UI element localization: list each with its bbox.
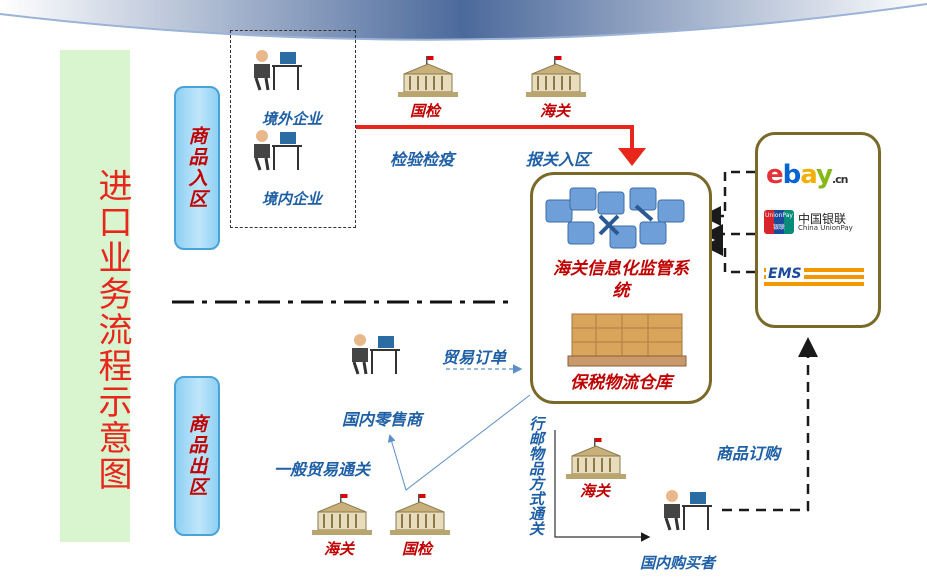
unionpay-logo: UnionPay 银联 中国银联 China UnionPay xyxy=(764,210,864,240)
person-desk-icon xyxy=(664,490,712,531)
title-sidebar: 进口业务流程示意图 xyxy=(60,50,132,542)
link-ems xyxy=(703,236,755,274)
domestic-enterprise-label: 境内企业 xyxy=(262,190,323,208)
person-desk-icon xyxy=(352,334,400,375)
import-arrow xyxy=(356,125,634,152)
general-trade-label: 一般贸易通关 xyxy=(274,460,371,479)
warehouse-icon xyxy=(567,313,687,367)
link-ebay xyxy=(701,170,755,226)
warehouse-label: 保税物流仓库 xyxy=(570,373,672,393)
import-arrow-head xyxy=(618,148,646,166)
customs-label-bottom: 海关 xyxy=(324,540,355,558)
postal-clearance-label: 行邮物品方式通关 xyxy=(527,416,545,536)
import-zone-label: 商品入区 xyxy=(174,86,220,250)
export-zone-text: 商品出区 xyxy=(185,414,208,498)
import-zone-text: 商品入区 xyxy=(185,126,208,210)
ebay-suffix: .cn xyxy=(831,173,849,186)
foreign-enterprise-label: 境外企业 xyxy=(262,110,323,128)
unionpay-badge: UnionPay 银联 xyxy=(764,210,794,234)
postal-axis xyxy=(554,430,651,542)
export-zone-label: 商品出区 xyxy=(174,376,220,536)
inspection-label-bottom: 国检 xyxy=(402,540,433,558)
government-building-icon xyxy=(312,494,372,535)
server-cluster-icon xyxy=(545,187,685,249)
ebay-logo: ebay.cn xyxy=(766,160,848,190)
customs-label-top: 海关 xyxy=(540,102,571,120)
government-building-icon xyxy=(390,494,450,535)
customs-entry-label: 报关入区 xyxy=(526,150,591,169)
inspection-label-top: 国检 xyxy=(410,102,441,120)
government-building-icon xyxy=(566,438,626,479)
trade-order-label: 贸易订单 xyxy=(442,348,507,367)
unionpay-en: China UnionPay xyxy=(798,224,853,232)
unionpay-cn: 中国银联 xyxy=(798,212,847,226)
purchase-label: 商品订购 xyxy=(716,444,781,463)
header-swoosh xyxy=(0,0,927,41)
page-title: 进口业务流程示意图 xyxy=(92,168,132,492)
buyer-label: 国内购买者 xyxy=(640,554,716,572)
enterprise-group-box xyxy=(230,30,356,228)
person-desk-icon xyxy=(254,50,302,91)
ems-logo: EMS xyxy=(764,266,864,288)
ems-text: EMS xyxy=(766,266,804,282)
purchase-arrow xyxy=(722,337,818,512)
general-trade-line xyxy=(387,394,531,491)
government-building-icon xyxy=(526,56,586,97)
quarantine-label: 检验检疫 xyxy=(390,150,455,169)
government-building-icon xyxy=(398,56,458,97)
retailer-label: 国内零售商 xyxy=(342,410,423,429)
hub-system-label: 海关信息化监管系统 xyxy=(553,259,689,301)
person-desk-icon xyxy=(254,130,302,171)
customs-label-postal: 海关 xyxy=(580,482,611,500)
